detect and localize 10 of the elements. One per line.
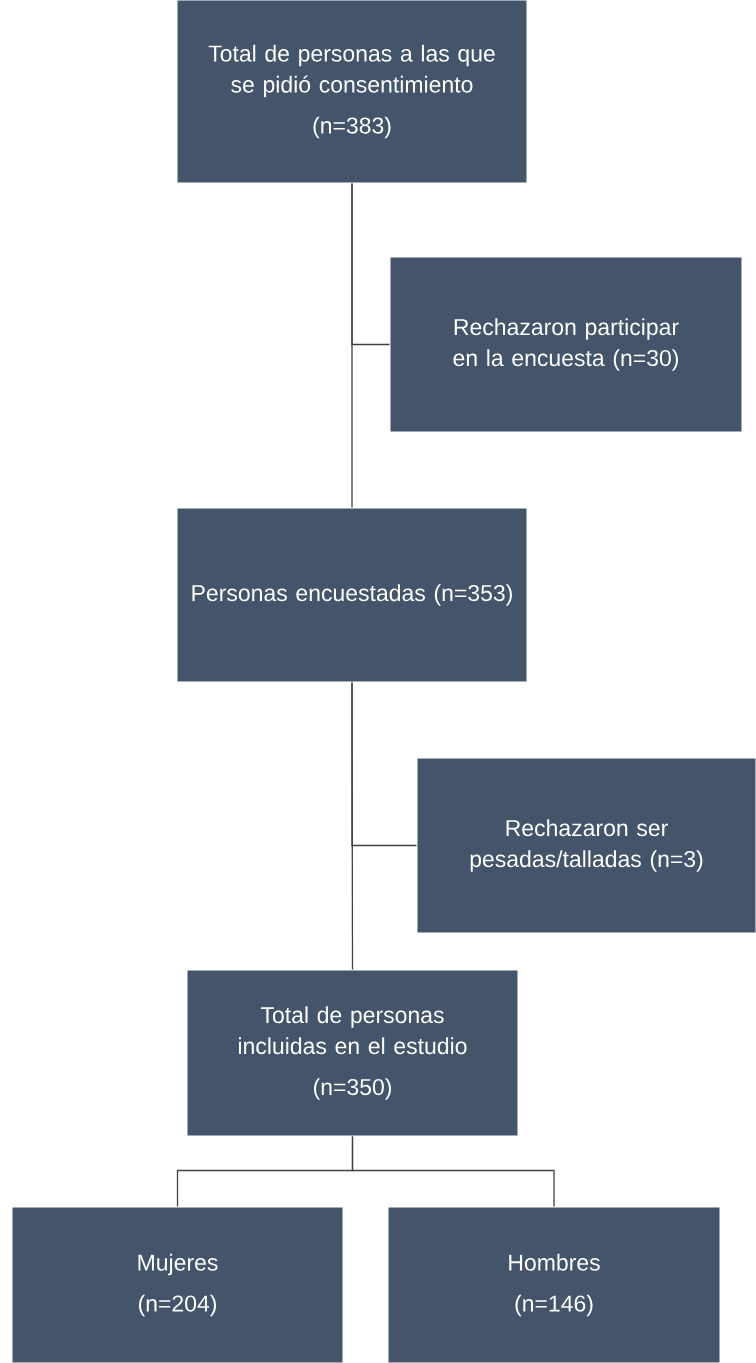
process-box: Total de personas incluidas en el estudio (n=350) xyxy=(186,969,519,1137)
process-box: Mujeres (n=204) xyxy=(11,1206,344,1363)
process-box: Hombres (n=146) xyxy=(387,1206,721,1363)
process-box: Total de personas a las que se pidió consentimiento (n=383) xyxy=(176,0,528,184)
connector-line xyxy=(351,1135,555,1208)
process-box: Rechazaron ser pesadas/talladas (n=3) xyxy=(416,757,756,934)
process-box: Rechazaron participar en la encuesta (n=30) xyxy=(389,256,743,433)
process-box: Personas encuestadas (n=353) xyxy=(176,507,528,683)
connector-line xyxy=(351,182,391,346)
connector-line xyxy=(351,681,418,847)
